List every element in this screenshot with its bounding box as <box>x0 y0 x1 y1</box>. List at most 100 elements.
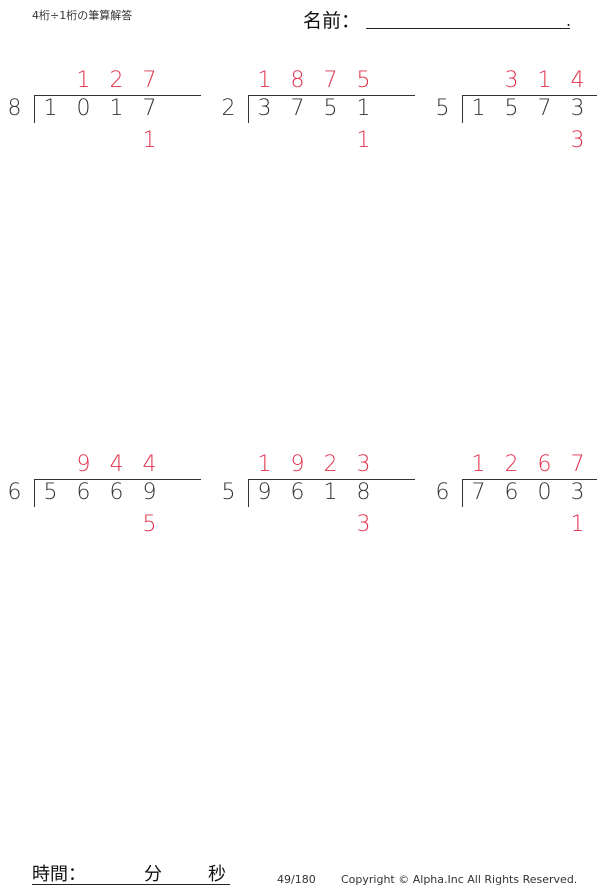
remainder-digit: 5 <box>142 512 157 537</box>
dividend: 5 6 6 9 <box>34 480 166 506</box>
quotient-digit: 4 <box>142 452 157 477</box>
dividend-digit: 5 <box>43 480 58 505</box>
remainder: 3 <box>248 512 380 538</box>
quotient: 1 2 7 <box>34 68 166 94</box>
quotient-digit: 3 <box>356 452 371 477</box>
remainder-digit <box>314 128 347 154</box>
division-bracket-top <box>34 479 201 480</box>
divisor: 6 <box>435 480 450 505</box>
quotient: 1 8 7 5 <box>248 68 380 94</box>
remainder-digit <box>495 512 528 538</box>
quotient: 1 9 2 3 <box>248 452 380 478</box>
quotient-digit: 5 <box>356 68 371 93</box>
quotient: 9 4 4 <box>34 452 166 478</box>
quotient-digit: 9 <box>76 452 91 477</box>
quotient-digit: 8 <box>290 68 305 93</box>
remainder-digit <box>314 512 347 538</box>
time-label: 時間： <box>32 864 86 885</box>
time-field[interactable]: 時間： 分 秒 <box>32 860 230 885</box>
remainder-digit <box>281 512 314 538</box>
remainder-digit: 1 <box>356 128 371 153</box>
quotient-digit: 7 <box>570 452 585 477</box>
remainder: 3 <box>462 128 594 154</box>
dividend-digit: 1 <box>356 96 371 121</box>
dividend: 1 5 7 3 <box>462 96 594 122</box>
quotient: 1 2 6 7 <box>462 452 594 478</box>
dividend-digit: 7 <box>290 96 305 121</box>
dividend-digit: 7 <box>471 480 486 505</box>
remainder-digit: 1 <box>570 512 585 537</box>
divisor: 6 <box>7 480 22 505</box>
remainder-digit <box>462 512 495 538</box>
quotient-digit: 1 <box>76 68 91 93</box>
dividend-digit: 1 <box>43 96 58 121</box>
remainder-digit <box>100 512 133 538</box>
dividend-digit: 6 <box>504 480 519 505</box>
quotient-digit: 2 <box>109 68 124 93</box>
remainder-digit: 3 <box>570 128 585 153</box>
remainder-digit <box>67 128 100 154</box>
division-bracket-left <box>462 479 463 507</box>
remainder-digit <box>67 512 100 538</box>
quotient-digit: 2 <box>323 452 338 477</box>
division-bracket-top <box>248 479 415 480</box>
dividend-digit: 9 <box>257 480 272 505</box>
division-problem-5: 5 1 9 2 3 9 6 1 8 3 <box>222 452 415 552</box>
remainder: 1 <box>248 128 380 154</box>
division-bracket-top <box>462 95 597 96</box>
division-problem-1: 8 1 2 7 1 0 1 7 1 <box>8 68 201 168</box>
remainder-digit <box>495 128 528 154</box>
dividend-digit: 9 <box>142 480 157 505</box>
remainder-digit <box>528 512 561 538</box>
dividend: 7 6 0 3 <box>462 480 594 506</box>
division-bracket-left <box>248 95 249 123</box>
division-problem-4: 6 9 4 4 5 6 6 9 5 <box>8 452 201 552</box>
division-bracket-left <box>34 95 35 123</box>
name-label: 名前： <box>303 10 361 32</box>
name-period: . <box>566 11 572 30</box>
page-title: 4桁÷1桁の筆算解答 <box>32 9 133 22</box>
remainder-digit <box>34 512 67 538</box>
dividend: 9 6 1 8 <box>248 480 380 506</box>
division-bracket-left <box>34 479 35 507</box>
division-bracket-top <box>34 95 201 96</box>
quotient-digit: 9 <box>290 452 305 477</box>
dividend-digit: 1 <box>323 480 338 505</box>
dividend-digit: 7 <box>142 96 157 121</box>
division-bracket-left <box>248 479 249 507</box>
dividend-digit: 6 <box>76 480 91 505</box>
dividend: 1 0 1 7 <box>34 96 166 122</box>
remainder-digit <box>248 128 281 154</box>
page-number: 49/180 <box>277 873 316 886</box>
quotient-digit: 4 <box>109 452 124 477</box>
dividend-digit: 0 <box>537 480 552 505</box>
divisor: 5 <box>221 480 236 505</box>
dividend-digit: 5 <box>504 96 519 121</box>
dividend-digit: 3 <box>570 96 585 121</box>
quotient-digit <box>34 68 67 94</box>
seconds-label: 秒 <box>208 864 226 885</box>
dividend-digit: 6 <box>109 480 124 505</box>
remainder-digit <box>462 128 495 154</box>
divisor: 8 <box>7 96 22 121</box>
quotient-digit <box>462 68 495 94</box>
remainder-digit: 3 <box>356 512 371 537</box>
quotient-digit: 1 <box>537 68 552 93</box>
dividend-digit: 6 <box>290 480 305 505</box>
division-bracket-left <box>462 95 463 123</box>
remainder-digit: 1 <box>142 128 157 153</box>
dividend-digit: 1 <box>109 96 124 121</box>
remainder: 1 <box>462 512 594 538</box>
divisor: 2 <box>221 96 236 121</box>
remainder: 1 <box>34 128 166 154</box>
remainder-digit <box>100 128 133 154</box>
quotient-digit: 7 <box>142 68 157 93</box>
divisor: 5 <box>435 96 450 121</box>
division-bracket-top <box>462 479 597 480</box>
copyright-notice: Copyright © Alpha.Inc All Rights Reserve… <box>341 873 578 886</box>
name-input-line[interactable] <box>366 28 570 29</box>
minutes-label: 分 <box>144 864 162 885</box>
division-problem-3: 5 3 1 4 1 5 7 3 3 <box>436 68 600 168</box>
remainder-digit <box>528 128 561 154</box>
quotient-digit: 2 <box>504 452 519 477</box>
